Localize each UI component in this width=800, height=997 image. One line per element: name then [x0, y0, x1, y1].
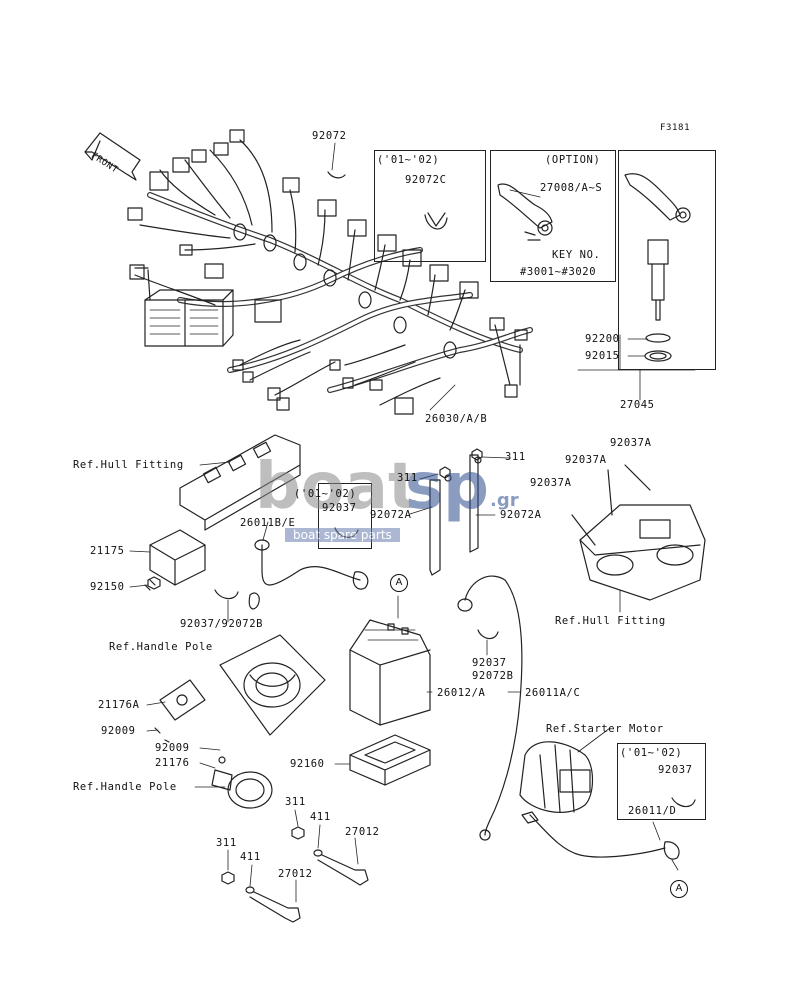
- label-21175: 21175: [90, 545, 125, 557]
- figure-code: F3181: [660, 123, 691, 133]
- watermark-logo: boat sp .gr boat spare parts: [255, 450, 545, 560]
- year-box-1-years: ('01~'02): [377, 154, 440, 166]
- label-92072b-right: 92072B: [472, 670, 514, 682]
- lanyard-switch-box: [618, 150, 716, 370]
- label-ref-hull-2: Ref.Hull Fitting: [555, 615, 666, 627]
- battery-cable-26011d-icon: [521, 811, 680, 860]
- label-92160: 92160: [290, 758, 325, 770]
- option-part: 27008/A~S: [540, 182, 603, 194]
- label-27012-a: 27012: [345, 826, 380, 838]
- option-title: (OPTION): [545, 154, 601, 166]
- callout-a-bottom: A: [670, 880, 688, 898]
- year-box-3-years: ('01~'02): [620, 747, 683, 759]
- year-box-1: [374, 150, 486, 262]
- battery-cable-26011ac-icon: [457, 575, 523, 841]
- lanyard-switch-icon: [624, 173, 691, 362]
- label-92037-right: 92037: [472, 657, 507, 669]
- terminal-27012-a-icon: [317, 854, 369, 886]
- handle-pole-boot-icon: [219, 634, 326, 736]
- relay-21175-icon: [144, 529, 206, 591]
- label-411-a: 411: [310, 811, 331, 823]
- label-92009-b: 92009: [155, 742, 190, 754]
- battery-26012-icon: [349, 619, 431, 726]
- label-92015: 92015: [585, 350, 620, 362]
- label-27045: 27045: [620, 399, 655, 411]
- label-311-a: 311: [397, 472, 418, 484]
- label-92037a-b: 92037A: [565, 454, 607, 466]
- battery-cover-icon: [179, 434, 301, 531]
- label-92150: 92150: [90, 581, 125, 593]
- year-box-3-part: 92037: [658, 764, 693, 776]
- label-92037a-c: 92037A: [530, 477, 572, 489]
- label-21176: 21176: [155, 757, 190, 769]
- label-ref-handle-1: Ref.Handle Pole: [109, 641, 213, 653]
- label-92009-a: 92009: [101, 725, 136, 737]
- label-411-b: 411: [240, 851, 261, 863]
- nut-311-a-icon: [439, 466, 451, 479]
- label-92072: 92072: [312, 130, 347, 142]
- terminal-27012-b-icon: [249, 891, 301, 923]
- callout-a-top: A: [390, 574, 408, 592]
- battery-tray-92160-icon: [349, 734, 431, 786]
- year-box-2-years: ('01~'02): [294, 488, 357, 500]
- label-26011ac: 26011A/C: [525, 687, 581, 699]
- label-ref-starter: Ref.Starter Motor: [546, 723, 664, 735]
- clip-92037-box3-icon: [671, 797, 696, 808]
- label-ref-handle-2: Ref.Handle Pole: [73, 781, 177, 793]
- label-26012a: 26012/A: [437, 687, 486, 699]
- watermark-domain: .gr: [490, 490, 519, 511]
- bolt-92150-icon: [147, 576, 161, 590]
- nut-311-d-icon: [221, 871, 235, 885]
- clip-92037-left-icon: [214, 589, 239, 600]
- label-26011d: 26011/D: [628, 805, 677, 817]
- watermark-tagline: boat spare parts: [285, 528, 400, 542]
- label-311-d: 311: [216, 837, 237, 849]
- option-key-no: KEY NO.: [552, 249, 601, 261]
- year-box-1-part: 92072C: [405, 174, 447, 186]
- label-92037-92072b: 92037/92072B: [180, 618, 264, 630]
- label-26030: 26030/A/B: [425, 413, 488, 425]
- label-311-b: 311: [505, 451, 526, 463]
- label-92200: 92200: [585, 333, 620, 345]
- label-311-c: 311: [285, 796, 306, 808]
- clip-92072-icon: [327, 171, 346, 179]
- wiring-harness-icon: [127, 129, 533, 415]
- label-21176a: 21176A: [98, 699, 140, 711]
- starter-motor-icon: [519, 741, 594, 814]
- clip-92037-right-icon: [477, 629, 499, 640]
- option-key-range: #3001~#3020: [520, 266, 597, 278]
- lanyard-key-icon: [497, 183, 553, 241]
- label-ref-hull-1: Ref.Hull Fitting: [73, 459, 184, 471]
- label-92072a-b: 92072A: [500, 509, 542, 521]
- washer-411-b-icon: [245, 886, 255, 894]
- label-27012-b: 27012: [278, 868, 313, 880]
- watermark-word-2: sp: [405, 450, 489, 524]
- option-box: [490, 150, 616, 282]
- year-box-2-part: 92037: [322, 502, 357, 514]
- battery-cable-26011be-icon: [248, 539, 369, 610]
- stay-brackets-icon: [429, 454, 482, 576]
- watermark-word-1: boat: [255, 450, 419, 524]
- label-92072a-a: 92072A: [370, 509, 412, 521]
- label-92037a-a: 92037A: [610, 437, 652, 449]
- fuse-holder-21176a-icon: [154, 679, 206, 743]
- year-box-2: [318, 483, 372, 549]
- rear-cover-icon: [571, 464, 706, 601]
- ring-bracket-21176-icon: [211, 756, 273, 809]
- washer-411-a-icon: [313, 849, 323, 857]
- front-arrow-icon: [84, 132, 141, 181]
- year-box-3: [617, 743, 706, 820]
- label-26011be: 26011B/E: [240, 517, 296, 529]
- clip-92072c-icon: [424, 212, 448, 230]
- nut-311-c-icon: [291, 826, 305, 840]
